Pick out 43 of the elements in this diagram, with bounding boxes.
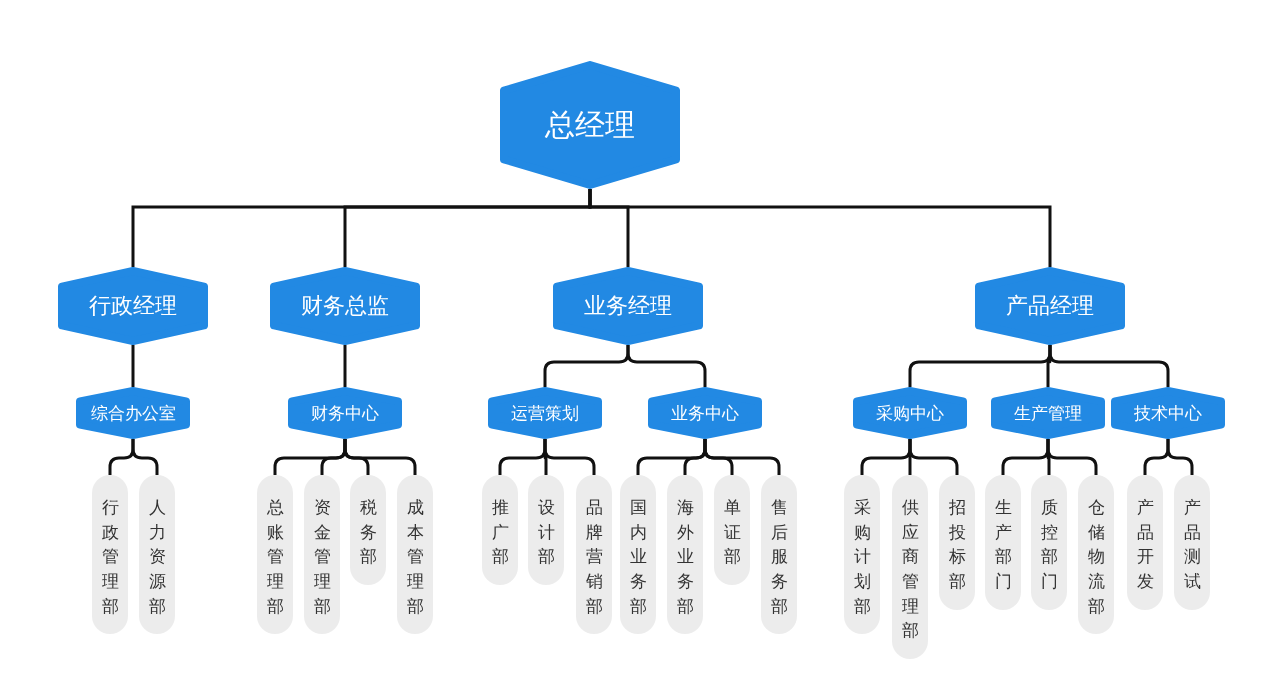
department-tag: 生产部门 xyxy=(985,475,1021,610)
position-title: 行政经理 xyxy=(89,292,177,320)
department-tag: 资金管理部 xyxy=(304,475,340,635)
department-tag: 售后服务部 xyxy=(761,475,797,635)
connector-line xyxy=(131,345,135,387)
position-title: 产品经理 xyxy=(1006,292,1094,320)
department-tag: 税务部 xyxy=(350,475,386,585)
department-tag: 行政管理部 xyxy=(92,475,128,635)
position-title: 综合办公室 xyxy=(90,401,176,425)
department-tag: 单证部 xyxy=(714,475,750,585)
department-tag: 产品开发 xyxy=(1127,475,1163,610)
department-tag: 质控部门 xyxy=(1031,475,1067,610)
connector-line xyxy=(703,439,781,475)
department-tag: 总账管理部 xyxy=(257,475,293,635)
position-title: 生产管理 xyxy=(1014,401,1082,425)
department-tag: 成本管理部 xyxy=(397,475,433,635)
department-tag: 供应商管理部 xyxy=(892,475,928,659)
connector-line xyxy=(1046,439,1098,475)
connector-line xyxy=(588,189,1052,267)
position-title: 业务中心 xyxy=(671,401,739,425)
position-title: 财务总监 xyxy=(301,292,389,320)
department-tag: 采购计划部 xyxy=(844,475,880,635)
department-tag: 招投标部 xyxy=(939,475,975,610)
position-title: 运营策划 xyxy=(511,401,579,425)
position-title: 总经理 xyxy=(545,105,635,144)
department-tag: 国内业务部 xyxy=(620,475,656,635)
connector-line xyxy=(1048,345,1170,387)
connector-line xyxy=(908,439,959,475)
department-tag: 产品测试 xyxy=(1174,475,1210,610)
position-title: 技术中心 xyxy=(1134,401,1202,425)
position-title: 财务中心 xyxy=(311,401,379,425)
position-title: 业务经理 xyxy=(584,292,672,320)
connector-line xyxy=(343,345,347,387)
connector-line xyxy=(343,439,417,475)
position-title: 采购中心 xyxy=(876,401,944,425)
department-tag: 推广部 xyxy=(482,475,518,585)
department-tag: 仓储物流部 xyxy=(1078,475,1114,635)
department-tag: 海外业务部 xyxy=(667,475,703,635)
connector-line xyxy=(626,345,707,387)
department-tag: 人力资源部 xyxy=(139,475,175,635)
department-tag: 品牌营销部 xyxy=(576,475,612,635)
connector-line xyxy=(543,439,596,475)
department-tag: 设计部 xyxy=(528,475,564,585)
